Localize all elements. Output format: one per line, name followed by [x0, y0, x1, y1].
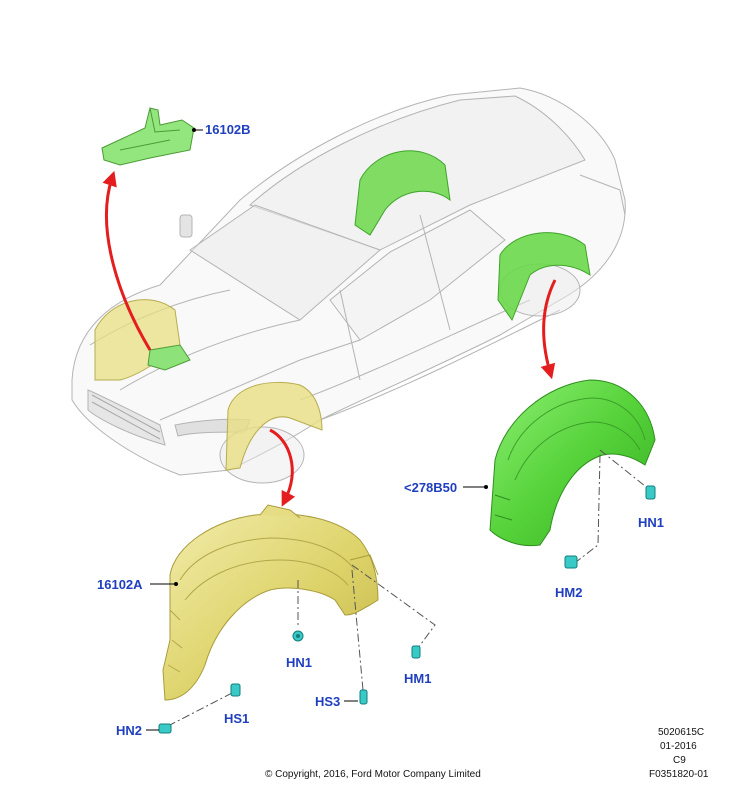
arrow-to-front-liner: [269, 428, 296, 507]
fastener-lines: [167, 449, 651, 727]
arrow-to-bracket: [102, 170, 152, 351]
dot-16102a: [174, 582, 178, 586]
callout-hs3-front[interactable]: HS3: [315, 694, 341, 709]
callout-278b50[interactable]: <278B50: [404, 480, 458, 495]
clip-hs3-front-icon[interactable]: [359, 689, 368, 705]
figure-number: F0351820-01: [649, 769, 709, 780]
callout-hm1-front[interactable]: HM1: [404, 671, 432, 686]
rear-liner-ghost-left: [354, 150, 451, 236]
callout-hm2-rear[interactable]: HM2: [555, 585, 583, 600]
front-liner-ghost-right: [225, 382, 323, 471]
bracket-ghost: [147, 344, 191, 371]
rear-liner-ghost-right: [497, 232, 591, 322]
clip-hn1-rear-icon[interactable]: [645, 485, 656, 500]
rear-wheel-liner-278b50[interactable]: [489, 379, 656, 547]
callout-hn2-front[interactable]: HN2: [116, 723, 143, 738]
callout-hn1-front[interactable]: HN1: [286, 655, 313, 670]
issue-date: 01-2016: [660, 741, 697, 752]
callout-16102a[interactable]: 16102A: [97, 577, 143, 592]
revision: C9: [673, 755, 686, 766]
arrow-to-rear-liner: [540, 279, 557, 380]
clip-hs1-front-icon[interactable]: [230, 683, 241, 697]
dot-16102b: [192, 128, 196, 132]
bracket-16102b[interactable]: [101, 107, 195, 166]
fastener-leaders: [146, 700, 358, 731]
callout-hn1-rear[interactable]: HN1: [638, 515, 665, 530]
clip-hm2-rear-icon[interactable]: [564, 555, 578, 569]
front-wheel-liner-16102a[interactable]: [162, 504, 379, 701]
clip-hn1-front-icon[interactable]: [292, 630, 304, 642]
callout-16102b[interactable]: 16102B: [205, 122, 251, 137]
clip-hn2-front-icon[interactable]: [158, 723, 172, 734]
dot-278b50: [484, 485, 488, 489]
callout-hs1-front[interactable]: HS1: [224, 711, 250, 726]
clip-hm1-front-icon[interactable]: [411, 645, 421, 659]
part-code: 5020615C: [658, 727, 705, 738]
copyright-text: © Copyright, 2016, Ford Motor Company Li…: [265, 769, 481, 780]
